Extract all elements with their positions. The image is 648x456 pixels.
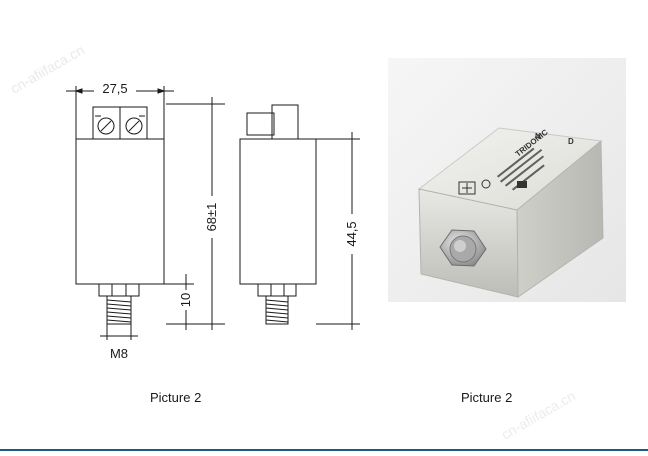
caption-right: Picture 2 [461,390,513,405]
bottom-divider [0,449,648,451]
watermark-left: cn-afiifaca.cn [8,41,87,96]
igniter-stud [439,229,487,267]
thread-dimension [100,324,138,340]
dim-stud-length-label: 10 [178,293,193,307]
dim-body-height-label: 44,5 [344,221,359,246]
side-view [239,104,317,325]
thread-label: M8 [110,346,128,361]
terminal-d-label: D [568,137,574,146]
terminal-n-label: N [535,132,541,141]
dim-width-label: 27,5 [102,81,127,96]
front-view [75,106,165,325]
dim-total-height-label: 68±1 [204,203,219,232]
caption-left: Picture 2 [150,390,202,405]
